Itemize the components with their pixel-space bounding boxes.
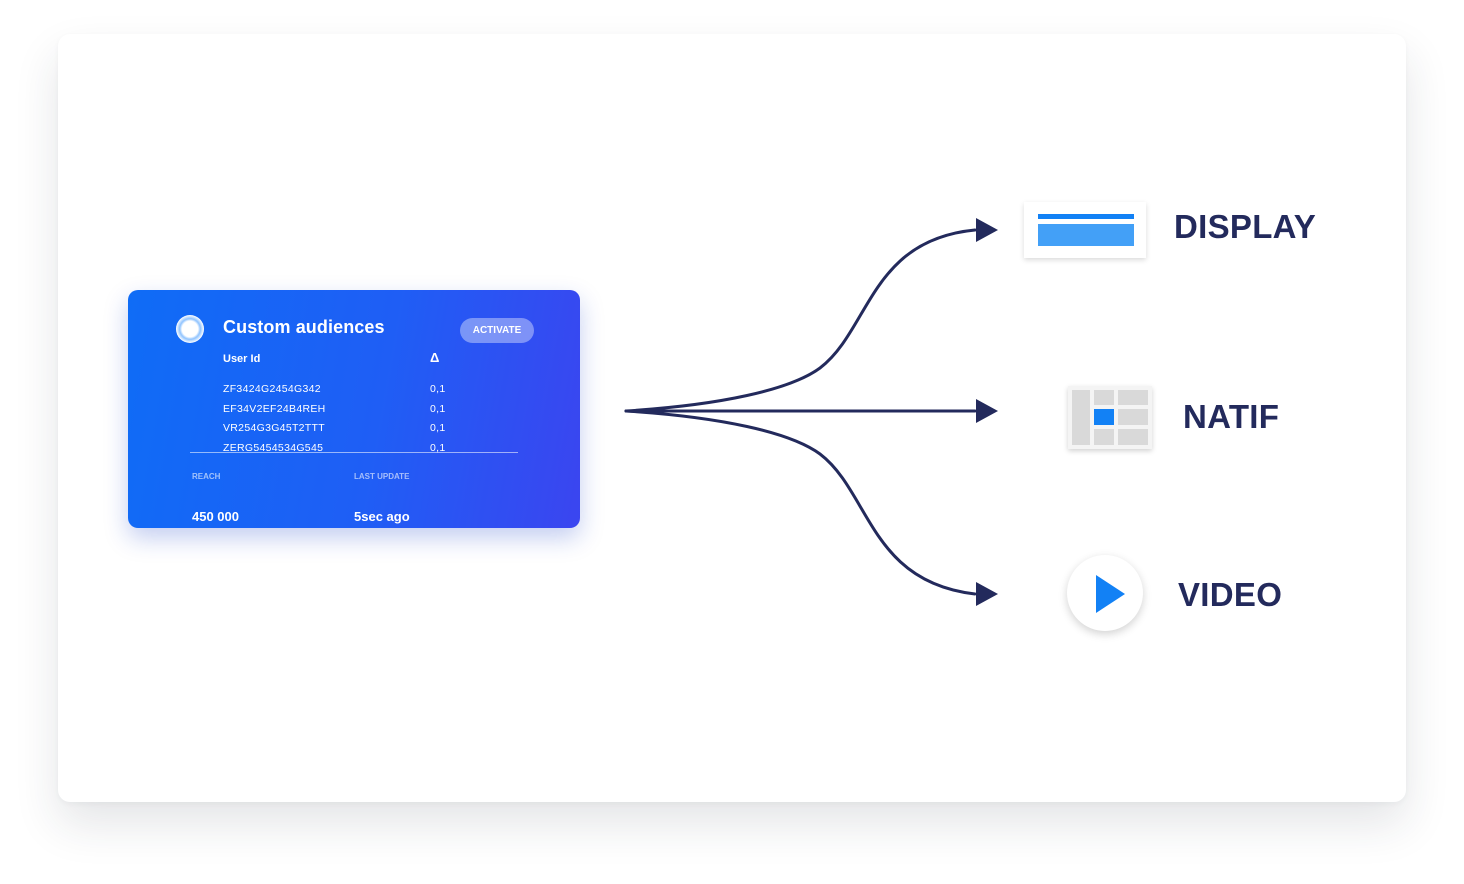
table-row: EF34V2EF24B4REH 0,1 xyxy=(223,403,483,423)
table-row: ZERG5454534G545 0,1 xyxy=(223,442,483,454)
arrow-to-video xyxy=(624,409,977,596)
reach-label: REACH xyxy=(192,472,221,481)
last-update-value: 5sec ago xyxy=(354,509,410,524)
delta-column-header: Δ xyxy=(430,350,440,365)
natif-label: NATIF xyxy=(1183,398,1280,435)
user-id-column-header: User Id xyxy=(223,353,261,365)
play-icon xyxy=(1067,555,1143,631)
arrowhead-display xyxy=(976,218,998,242)
delta-cell: 0,1 xyxy=(430,441,446,454)
display-label: DISPLAY xyxy=(1174,208,1317,245)
table-row: VR254G3G45T2TTT 0,1 xyxy=(223,422,483,442)
delta-cell: 0,1 xyxy=(430,402,446,415)
arrowhead-natif xyxy=(976,399,998,423)
arrowhead-video xyxy=(976,582,998,606)
user-id-cell: ZF3424G2454G342 xyxy=(223,383,321,395)
user-list: ZF3424G2454G342 0,1 EF34V2EF24B4REH 0,1 … xyxy=(223,383,483,453)
user-id-cell: ZERG5454534G545 xyxy=(223,441,324,454)
user-id-cell: EF34V2EF24B4REH xyxy=(223,402,326,415)
display-banner-icon xyxy=(1024,202,1146,258)
custom-audiences-card: Custom audiences ACTIVATE User Id Δ ZF34… xyxy=(128,290,580,528)
delta-cell: 0,1 xyxy=(430,422,446,434)
card-title: Custom audiences xyxy=(223,317,385,337)
user-id-cell: VR254G3G45T2TTT xyxy=(223,422,325,434)
last-update-label: LAST UPDATE xyxy=(354,472,410,481)
arrow-to-display xyxy=(624,228,977,413)
activate-button[interactable]: ACTIVATE xyxy=(460,318,534,343)
audience-logo-icon xyxy=(176,315,204,343)
native-layout-icon xyxy=(1068,386,1152,449)
reach-value: 450 000 xyxy=(192,509,239,524)
card-divider xyxy=(190,452,518,453)
video-label: VIDEO xyxy=(1178,576,1283,613)
table-row: ZF3424G2454G342 0,1 xyxy=(223,383,483,403)
delta-cell: 0,1 xyxy=(430,383,446,395)
